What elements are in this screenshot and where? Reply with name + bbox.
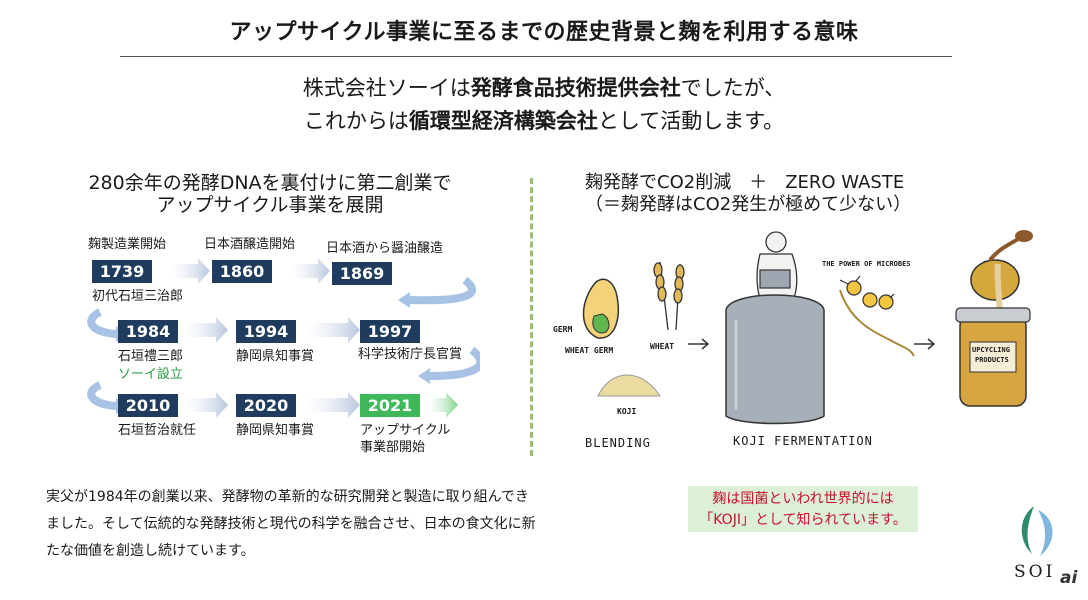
fermentation-tank-illustration bbox=[725, 269, 825, 425]
arrow-2010-2020 bbox=[180, 392, 228, 418]
curve-arrow-left-1 bbox=[87, 308, 117, 338]
history-heading: 280余年の発酵DNAを裏付けに第二創業で アップサイクル事業を展開 bbox=[88, 172, 452, 216]
arrow-1739-1860 bbox=[168, 258, 210, 284]
year-2021: 2021 bbox=[360, 394, 420, 417]
year-1860: 1860 bbox=[212, 260, 272, 283]
company-history-paragraph: 実父が1984年の創業以来、発酵物の革新的な研究開発と製造に取り組んできました。… bbox=[46, 489, 536, 559]
arrow-1984-1994 bbox=[180, 317, 228, 343]
label-wheat-germ: WHEAT GERM bbox=[565, 346, 614, 355]
caption-1994: 静岡県知事賞 bbox=[236, 349, 315, 364]
curve-arrow-left-2 bbox=[87, 381, 117, 410]
wheat-germ-illustration bbox=[582, 278, 619, 339]
statement-line-1: 株式会社ソーイは発酵食品技術提供会社でしたが、 bbox=[302, 76, 786, 100]
statement-line-2: これからは循環型経済構築会社として活動します。 bbox=[303, 109, 785, 133]
label-wheat: WHEAT bbox=[650, 342, 675, 351]
curve-arrow-right-2 bbox=[429, 346, 480, 380]
year-2020: 2020 bbox=[236, 394, 296, 417]
caption-1997: 科学技術庁長官賞 bbox=[358, 347, 463, 362]
label-germ: GERM bbox=[553, 325, 573, 334]
caption-1869-top: 日本酒から醤油醸造 bbox=[326, 241, 444, 256]
soi-logo-icon bbox=[1021, 506, 1053, 556]
year-1869: 1869 bbox=[332, 262, 392, 285]
caption-2010: 石垣哲治就任 bbox=[118, 423, 197, 438]
label-blending: BLENDING bbox=[585, 436, 651, 450]
year-1997: 1997 bbox=[360, 320, 420, 343]
curve-arrow-right-1 bbox=[409, 276, 476, 305]
microbes-illustration bbox=[839, 275, 915, 357]
company-statement: 株式会社ソーイは発酵食品技術提供会社でしたが、 これからは循環型経済構築会社とし… bbox=[0, 72, 1088, 138]
timeline-arrows bbox=[87, 258, 480, 418]
label-jar-1: UPCYCLING bbox=[972, 346, 1010, 354]
year-1994: 1994 bbox=[236, 320, 296, 343]
label-koji-fermentation: KOJI FERMENTATION bbox=[733, 434, 873, 448]
year-2010: 2010 bbox=[118, 394, 178, 417]
arrow-2021-forward bbox=[426, 392, 458, 418]
koji-pile-illustration bbox=[597, 374, 661, 397]
year-1739: 1739 bbox=[92, 260, 152, 283]
fermentation-illustration bbox=[582, 230, 1033, 425]
year-1984: 1984 bbox=[118, 320, 178, 343]
caption-1739-bottom: 初代石垣三治郎 bbox=[92, 289, 184, 304]
koji-note: 麹は国菌といわれ世界的には 「KOJI」として知られています。 bbox=[688, 486, 918, 532]
page-title: アップサイクル事業に至るまでの歴史背景と麹を利用する意味 bbox=[229, 20, 859, 45]
caption-2020: 静岡県知事賞 bbox=[236, 423, 315, 438]
arrow-2020-2021 bbox=[302, 392, 360, 418]
upcycling-jar-illustration bbox=[955, 230, 1033, 407]
caption-1984-b: ソーイ設立 bbox=[118, 367, 184, 382]
label-microbes: THE POWER OF MICROBES bbox=[822, 260, 911, 268]
caption-1860-top: 日本酒醸造開始 bbox=[204, 237, 296, 252]
title-divider bbox=[120, 56, 952, 57]
arrow-1994-1997 bbox=[302, 317, 360, 343]
caption-1739-top: 麹製造業開始 bbox=[88, 237, 167, 252]
label-jar-2: PRODUCTS bbox=[975, 356, 1009, 364]
section-divider bbox=[530, 178, 533, 456]
logo-suffix: ai bbox=[1060, 568, 1078, 588]
logo-text: SOI bbox=[1014, 562, 1056, 582]
wheat-illustration bbox=[653, 261, 685, 331]
arrow-1860-1869 bbox=[288, 258, 330, 284]
caption-1984-a: 石垣禮三郎 bbox=[118, 349, 184, 364]
caption-2021-a: アップサイクル bbox=[360, 423, 451, 438]
fermentation-heading: 麹発酵でCO2削減 ＋ ZERO WASTE （＝麹発酵はCO2発生が極めて少な… bbox=[585, 172, 912, 215]
caption-2021-b: 事業部開始 bbox=[360, 440, 426, 455]
label-koji: KOJI bbox=[617, 407, 637, 416]
